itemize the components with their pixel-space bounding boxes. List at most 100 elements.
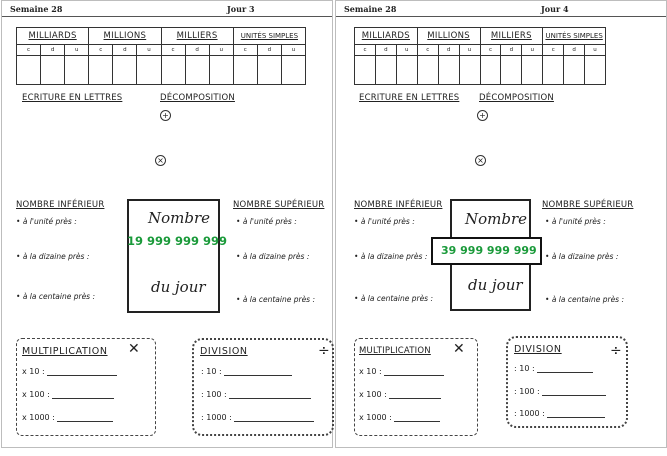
op-label: x 10 : (359, 367, 382, 376)
col-c: c (481, 45, 502, 55)
digit-cell[interactable] (439, 56, 460, 84)
dizaine-line: • à la dizaine près : (354, 252, 428, 261)
dizaine-line-right: • à la dizaine près : (545, 252, 619, 261)
digit-cell[interactable] (41, 56, 66, 84)
plus-icon: + (160, 110, 171, 121)
ecriture-label: ECRITURE EN LETTRES (359, 93, 460, 103)
unite-text: à l'unité près : (551, 217, 606, 226)
digit-cell[interactable] (501, 56, 523, 84)
digit-cell[interactable] (258, 56, 282, 84)
digit-cell[interactable] (397, 56, 417, 84)
ecriture-label: ECRITURE EN LETTRES (22, 93, 123, 103)
digit-cell[interactable] (137, 56, 160, 84)
op-label: : 1000 : (514, 409, 545, 418)
col-u: u (147, 47, 151, 53)
multiplication-box (354, 338, 478, 436)
col-c: c (418, 45, 439, 55)
decomposition-label: DÉCOMPOSITION (160, 93, 235, 103)
div-1000[interactable]: : 1000 : (514, 409, 606, 418)
nombre-du-jour-box (127, 199, 220, 313)
unite-line-right: • à l'unité près : (545, 217, 606, 226)
digit-cell[interactable] (186, 56, 210, 84)
digit-cell[interactable] (89, 56, 114, 84)
digit-cell[interactable] (543, 56, 565, 84)
digit-cell[interactable] (210, 56, 233, 84)
group-label: MILLIERS (176, 31, 218, 41)
op-label: x 100 : (359, 390, 387, 399)
nombre-title: Nombre (465, 210, 528, 228)
col-d: d (439, 45, 460, 55)
col-u: u (593, 47, 597, 53)
dizaine-text: à la dizaine près : (360, 252, 428, 261)
digit-cell[interactable] (282, 56, 305, 84)
digit-cell[interactable] (17, 56, 42, 84)
digit-cell[interactable] (376, 56, 397, 84)
col-u: u (291, 47, 296, 53)
col-u: u (467, 47, 472, 53)
col-u: u (219, 47, 223, 53)
mult-x100[interactable]: x 100 : (359, 390, 442, 399)
unite-line: • à l'unité près : (354, 217, 415, 226)
division-title: DIVISION (200, 346, 248, 357)
op-label: x 10 : (22, 367, 45, 376)
digit-cell[interactable] (564, 56, 586, 84)
dizaine-line-right: • à la dizaine près : (236, 252, 310, 261)
du-jour-title: du jour (468, 276, 523, 294)
centaine-line: • à la centaine près : (16, 292, 95, 301)
col-d: d (186, 45, 210, 55)
dizaine-text: à la dizaine près : (22, 252, 90, 261)
op-label: : 1000 : (201, 413, 232, 422)
col-c: c (355, 45, 376, 55)
divide-icon: ÷ (610, 343, 622, 359)
mult-x100[interactable]: x 100 : (22, 390, 115, 399)
times-icon: × (475, 155, 486, 166)
digit-cell[interactable] (522, 56, 542, 84)
group-label: UNITÉS SIMPLES (240, 32, 299, 40)
nombre-title: Nombre (148, 209, 211, 227)
digit-cell[interactable] (65, 56, 88, 84)
group-label: MILLIERS (490, 31, 532, 41)
unite-line-right: • à l'unité près : (236, 217, 297, 226)
mult-x1000[interactable]: x 1000 : (359, 413, 441, 422)
divide-icon: ÷ (318, 343, 330, 359)
digit-cell[interactable] (113, 56, 138, 84)
day-label: Jour 3 (227, 4, 255, 14)
mult-x10[interactable]: x 10 : (359, 367, 445, 376)
div-10[interactable]: : 10 : (514, 364, 594, 373)
digit-cell[interactable] (355, 56, 376, 84)
dizaine-line: • à la dizaine près : (16, 252, 90, 261)
unite-text: à l'unité près : (22, 217, 77, 226)
op-label: : 100 : (514, 387, 540, 396)
digit-cell[interactable] (460, 56, 480, 84)
col-d: d (564, 45, 586, 55)
du-jour-title: du jour (151, 278, 206, 296)
group-label: MILLIARDS (361, 31, 410, 41)
daily-number-frame (431, 237, 542, 265)
op-label: x 1000 : (359, 413, 392, 422)
digit-cell[interactable] (418, 56, 439, 84)
multiplication-title: MULTIPLICATION (359, 346, 431, 356)
digit-cell[interactable] (162, 56, 186, 84)
unite-line: • à l'unité près : (16, 217, 77, 226)
mult-x10[interactable]: x 10 : (22, 367, 118, 376)
centaine-text: à la centaine près : (551, 295, 624, 304)
digit-cell[interactable] (481, 56, 502, 84)
digit-cell[interactable] (585, 56, 605, 84)
div-1000[interactable]: : 1000 : (201, 413, 315, 422)
multiplication-title: MULTIPLICATION (22, 346, 108, 357)
unite-text: à l'unité près : (360, 217, 415, 226)
op-label: x 1000 : (22, 413, 55, 422)
op-label: x 100 : (22, 390, 50, 399)
div-10[interactable]: : 10 : (201, 367, 293, 376)
superieur-label: NOMBRE SUPÉRIEUR (542, 200, 634, 210)
div-100[interactable]: : 100 : (514, 387, 607, 396)
mult-x1000[interactable]: x 1000 : (22, 413, 114, 422)
div-100[interactable]: : 100 : (201, 390, 312, 399)
col-d: d (376, 45, 397, 55)
digit-cell[interactable] (234, 56, 258, 84)
op-label: : 10 : (514, 364, 535, 373)
